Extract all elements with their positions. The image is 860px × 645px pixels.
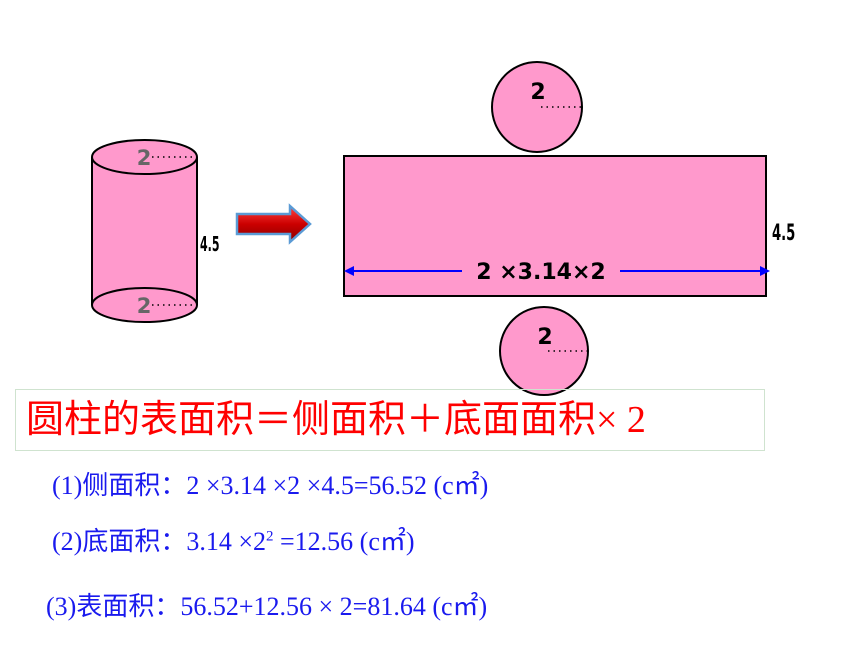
cylinder-top-radius-label: 2 — [137, 146, 152, 170]
cylinder-height-label: 4.5 — [200, 232, 219, 256]
rect-width-arrowhead-right — [760, 266, 770, 276]
cylinder-body — [92, 157, 197, 305]
net-bottom-circle: 2 — [499, 306, 589, 396]
step-2-expression-b: =12.56 — [273, 527, 354, 556]
surface-area-formula: 圆柱的表面积＝侧面积＋底面面积× 2 — [15, 389, 765, 451]
step-1-expression: 2 ×3.14 ×2 ×4.5=56.52 — [186, 471, 427, 500]
step-2-exponent: 2 — [266, 528, 274, 545]
step-3-prefix: (3)表面积： — [46, 592, 181, 621]
step-2-expression-a: 3.14 ×2 — [186, 527, 266, 556]
step-3-unit: (c㎡) — [432, 592, 488, 621]
cylinder: 2 2 4.5 — [91, 139, 219, 323]
net-lateral-rectangle: 2 ×3.14×2 4.5 — [343, 155, 795, 297]
step-2-prefix: (2)底面积： — [52, 527, 187, 556]
step-2-unit: (c㎡) — [359, 527, 415, 556]
rect-width-label: 2 ×3.14×2 — [476, 260, 605, 285]
lateral-rect-shape — [343, 155, 767, 297]
arrow-icon — [235, 203, 312, 245]
cylinder-bottom-radius-label: 2 — [137, 294, 152, 318]
top-circle-radius-label: 2 — [530, 80, 545, 105]
rect-width-arrowhead-left — [344, 266, 354, 276]
net-top-circle: 2 — [491, 61, 583, 153]
step-1-prefix: (1)侧面积： — [52, 471, 187, 500]
bottom-circle-shape — [499, 306, 589, 396]
transform-arrow — [235, 203, 312, 245]
step-total-area: (3)表面积：56.52+12.56 × 2=81.64 (c㎡) — [46, 586, 487, 623]
step-base-area: (2)底面积：3.14 ×22 =12.56 (c㎡) — [52, 521, 415, 558]
top-circle-shape — [491, 61, 583, 153]
step-lateral-area: (1)侧面积：2 ×3.14 ×2 ×4.5=56.52 (c㎡) — [52, 465, 488, 502]
rect-height-label: 4.5 — [772, 221, 795, 246]
bottom-circle-radius-label: 2 — [537, 325, 552, 350]
step-1-unit: (c㎡) — [433, 471, 489, 500]
step-3-expression: 56.52+12.56 × 2=81.64 — [180, 592, 426, 621]
